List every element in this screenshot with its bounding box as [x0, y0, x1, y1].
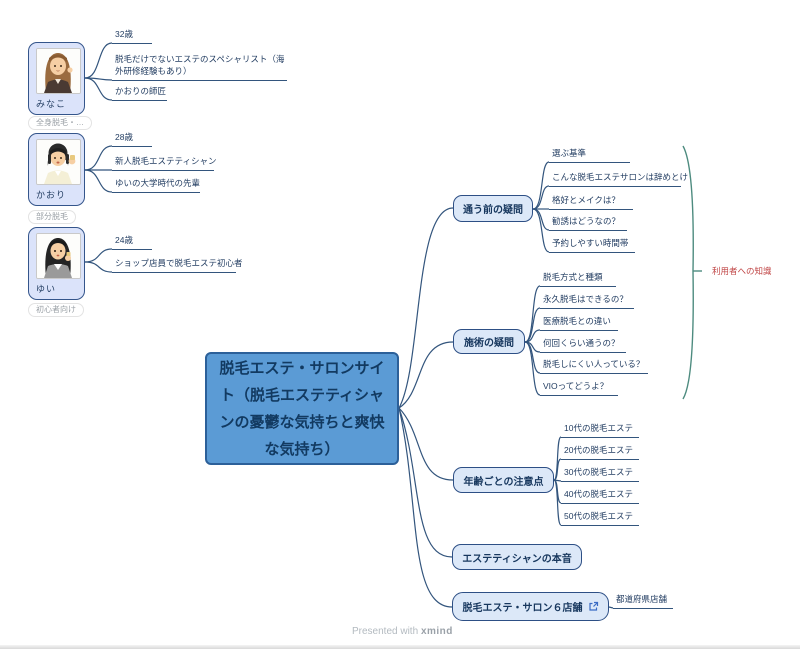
branch-treatment-questions[interactable]: 施術の疑問 [453, 329, 525, 354]
persona-detail[interactable]: 新人脱毛エステティシャン [112, 155, 217, 171]
subtopic[interactable]: 脱毛方式と種類 [540, 271, 616, 287]
persona-detail[interactable]: ゆいの大学時代の先輩 [112, 177, 200, 193]
persona-name: ゆい [36, 284, 57, 294]
subtopic[interactable]: 予約しやすい時間帯 [549, 237, 635, 253]
persona-detail[interactable]: 24歳 [112, 234, 152, 250]
subtopic[interactable]: こんな脱毛エステサロンは辞めとけ [549, 171, 688, 187]
branch-age-cautions[interactable]: 年齢ごとの注意点 [453, 467, 554, 493]
external-link-icon[interactable] [588, 601, 599, 612]
persona-detail[interactable]: 32歳 [112, 28, 152, 44]
watermark-brand: xmind [420, 626, 453, 637]
persona-detail[interactable]: ショップ店員で脱毛エステ初心者 [112, 257, 243, 273]
subtopic[interactable]: 脱毛しにくい人っている？ [540, 358, 648, 374]
subtopic[interactable]: 50代の脱毛エステ [561, 510, 639, 526]
branch-before-visiting[interactable]: 通う前の疑問 [453, 195, 533, 222]
branch-salon-shops-label: 脱毛エステ・サロン６店舗 [462, 603, 583, 614]
persona-detail[interactable]: かおりの師匠 [112, 85, 167, 101]
subtopic[interactable]: 30代の脱毛エステ [561, 466, 639, 482]
subtopic[interactable]: 40代の脱毛エステ [561, 488, 639, 504]
subtopic[interactable]: 勧誘はどうなの？ [549, 215, 627, 231]
persona-name: かおり [36, 190, 67, 200]
avatar-woman-short-black-bob [36, 139, 81, 185]
watermark-prefix: Presented with [352, 626, 421, 637]
summary-brace [682, 145, 702, 400]
persona-card-kaori[interactable]: かおり [28, 133, 85, 206]
subtopic[interactable]: VIOってどうよ？ [540, 380, 618, 396]
persona-name: みなこ [36, 99, 67, 109]
persona-card-minako[interactable]: みなこ [28, 42, 85, 115]
persona-detail[interactable]: 脱毛だけでないエステのスペシャリスト（海外研修経験もあり） [112, 53, 287, 81]
avatar-woman-long-brown-hair [36, 48, 81, 94]
persona-tag-yui: 初心者向け [28, 303, 84, 317]
window-bottom-edge [0, 645, 800, 649]
subtopic[interactable]: 医療脱毛との違い [540, 315, 618, 331]
persona-card-yui[interactable]: ゆい [28, 227, 85, 300]
avatar-woman-long-black-hair [36, 233, 81, 279]
subtopic[interactable]: 永久脱毛はできるの？ [540, 293, 634, 309]
persona-tag-kaori: 部分脱毛 [28, 210, 76, 224]
subtopic[interactable]: 20代の脱毛エステ [561, 444, 639, 460]
branch-salon-shops[interactable]: 脱毛エステ・サロン６店舗 [452, 592, 609, 621]
summary-label[interactable]: 利用者への知識 [712, 266, 772, 276]
subtopic[interactable]: 格好とメイクは？ [549, 194, 633, 210]
central-topic[interactable]: 脱毛エステ・サロンサイト（脱毛エステティシャンの憂鬱な気持ちと爽快な気持ち） [205, 352, 399, 465]
subtopic[interactable]: 何回くらい通うの？ [540, 337, 626, 353]
persona-detail[interactable]: 28歳 [112, 131, 152, 147]
watermark: Presented with xmind [352, 626, 453, 637]
subtopic[interactable]: 選ぶ基準 [549, 147, 630, 163]
subtopic[interactable]: 都道府県店舗 [613, 593, 673, 609]
branch-esthetician-honesty[interactable]: エステティシャンの本音 [452, 544, 582, 570]
persona-tag-minako: 全身脱毛・… [28, 116, 92, 130]
subtopic[interactable]: 10代の脱毛エステ [561, 422, 639, 438]
